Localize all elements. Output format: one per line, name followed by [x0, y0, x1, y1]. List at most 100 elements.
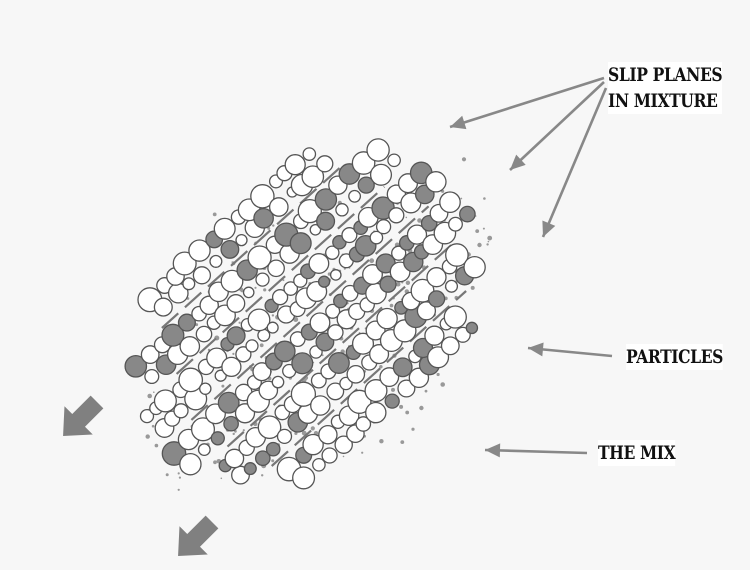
hollow-particle: [155, 390, 177, 412]
hollow-particle: [210, 256, 222, 268]
fine-grain: [361, 452, 363, 454]
fine-grain: [391, 388, 395, 392]
pointer-arrow-icon: [485, 443, 587, 457]
hollow-particle: [268, 260, 284, 276]
slip-planes-label-line1: SLIP PLANES: [608, 62, 722, 88]
hollow-particle: [366, 403, 386, 423]
fine-grain: [213, 460, 217, 464]
hollow-particle: [193, 267, 210, 284]
hollow-particle: [272, 376, 283, 387]
hollow-particle: [180, 337, 199, 356]
fine-grain: [486, 243, 488, 245]
hollow-particle: [440, 192, 460, 212]
hollow-particle: [389, 208, 404, 223]
filled-particle: [385, 394, 399, 408]
filled-particle: [393, 358, 412, 377]
hollow-particle: [426, 172, 446, 192]
hollow-particle: [331, 270, 341, 280]
hollow-particle: [285, 155, 305, 175]
fine-grain: [311, 426, 315, 430]
fine-grain: [263, 288, 266, 291]
filled-particle: [211, 432, 224, 445]
hollow-particle: [347, 366, 364, 383]
filled-particle: [224, 417, 238, 431]
filled-particle: [329, 353, 350, 374]
hollow-particle: [174, 404, 188, 418]
filled-particle: [267, 443, 280, 456]
slip-planes-label: SLIP PLANES IN MIXTURE: [608, 62, 722, 114]
filled-particle: [460, 206, 475, 221]
fine-grain: [425, 390, 428, 393]
hollow-particle: [267, 322, 278, 333]
filled-particle: [227, 327, 245, 345]
hollow-particle: [367, 139, 389, 161]
hollow-particle: [244, 287, 254, 297]
hollow-particle: [180, 454, 201, 475]
hollow-particle: [322, 448, 337, 463]
arrow-shape: [164, 508, 226, 570]
flow-direction-arrow-icon: [49, 388, 111, 450]
the-mix-label: THE MIX: [598, 440, 675, 466]
hollow-particle: [214, 218, 235, 239]
fine-grain: [411, 428, 414, 431]
fine-grain: [166, 473, 169, 476]
fine-grain: [406, 217, 408, 219]
fine-grain: [406, 281, 410, 285]
hollow-particle: [377, 220, 391, 234]
filled-particle: [244, 463, 256, 475]
hollow-particle: [371, 164, 392, 185]
hollow-particle: [425, 326, 444, 345]
fine-grain: [152, 425, 155, 428]
slip-planes-label-line2: IN MIXTURE: [608, 88, 722, 114]
hollow-particle: [446, 280, 458, 292]
fine-grain: [272, 314, 274, 316]
fine-grain: [483, 228, 485, 230]
fine-grain: [147, 394, 152, 399]
fine-grain: [221, 385, 224, 388]
slip-plane-line: [272, 291, 466, 466]
fine-grain: [178, 489, 180, 491]
pointer-head: [450, 116, 466, 129]
filled-particle: [290, 233, 311, 254]
filled-particle: [466, 322, 477, 333]
hollow-particle: [227, 295, 245, 313]
hollow-particle: [293, 467, 315, 489]
fine-grain: [213, 213, 217, 217]
fine-grain: [379, 439, 383, 443]
hollow-particle: [278, 429, 292, 443]
hollow-particle: [196, 326, 211, 341]
fine-grain: [437, 373, 440, 376]
fine-grain: [369, 258, 374, 263]
flow-direction-arrows: [49, 388, 226, 570]
fine-grain: [155, 444, 159, 448]
hollow-particle: [236, 235, 247, 246]
filled-particle: [292, 353, 313, 374]
hollow-particle: [319, 426, 337, 444]
fine-grain: [179, 477, 181, 479]
hollow-particle: [311, 396, 330, 415]
fine-grain: [483, 197, 486, 200]
fine-grain: [343, 456, 345, 458]
filled-particle: [319, 276, 330, 287]
flow-direction-arrow-icon: [164, 508, 226, 570]
hollow-particle: [449, 217, 463, 231]
fine-grain: [462, 157, 466, 161]
fine-grain: [232, 261, 234, 263]
fine-grain: [243, 429, 245, 431]
hollow-particle: [256, 273, 269, 286]
hollow-particle: [200, 383, 211, 394]
fine-grain: [487, 236, 492, 241]
fine-grain: [488, 241, 490, 243]
hollow-particle: [179, 368, 202, 391]
fine-grain: [260, 343, 264, 347]
fine-grain: [239, 322, 241, 324]
fine-grain: [254, 287, 256, 289]
arrow-shape: [49, 388, 111, 450]
hollow-particle: [336, 204, 348, 216]
hollow-particle: [246, 340, 258, 352]
hollow-particle: [183, 278, 195, 290]
pointer-shaft: [485, 450, 587, 453]
hollow-particle: [309, 254, 329, 274]
fine-grain: [405, 411, 409, 415]
